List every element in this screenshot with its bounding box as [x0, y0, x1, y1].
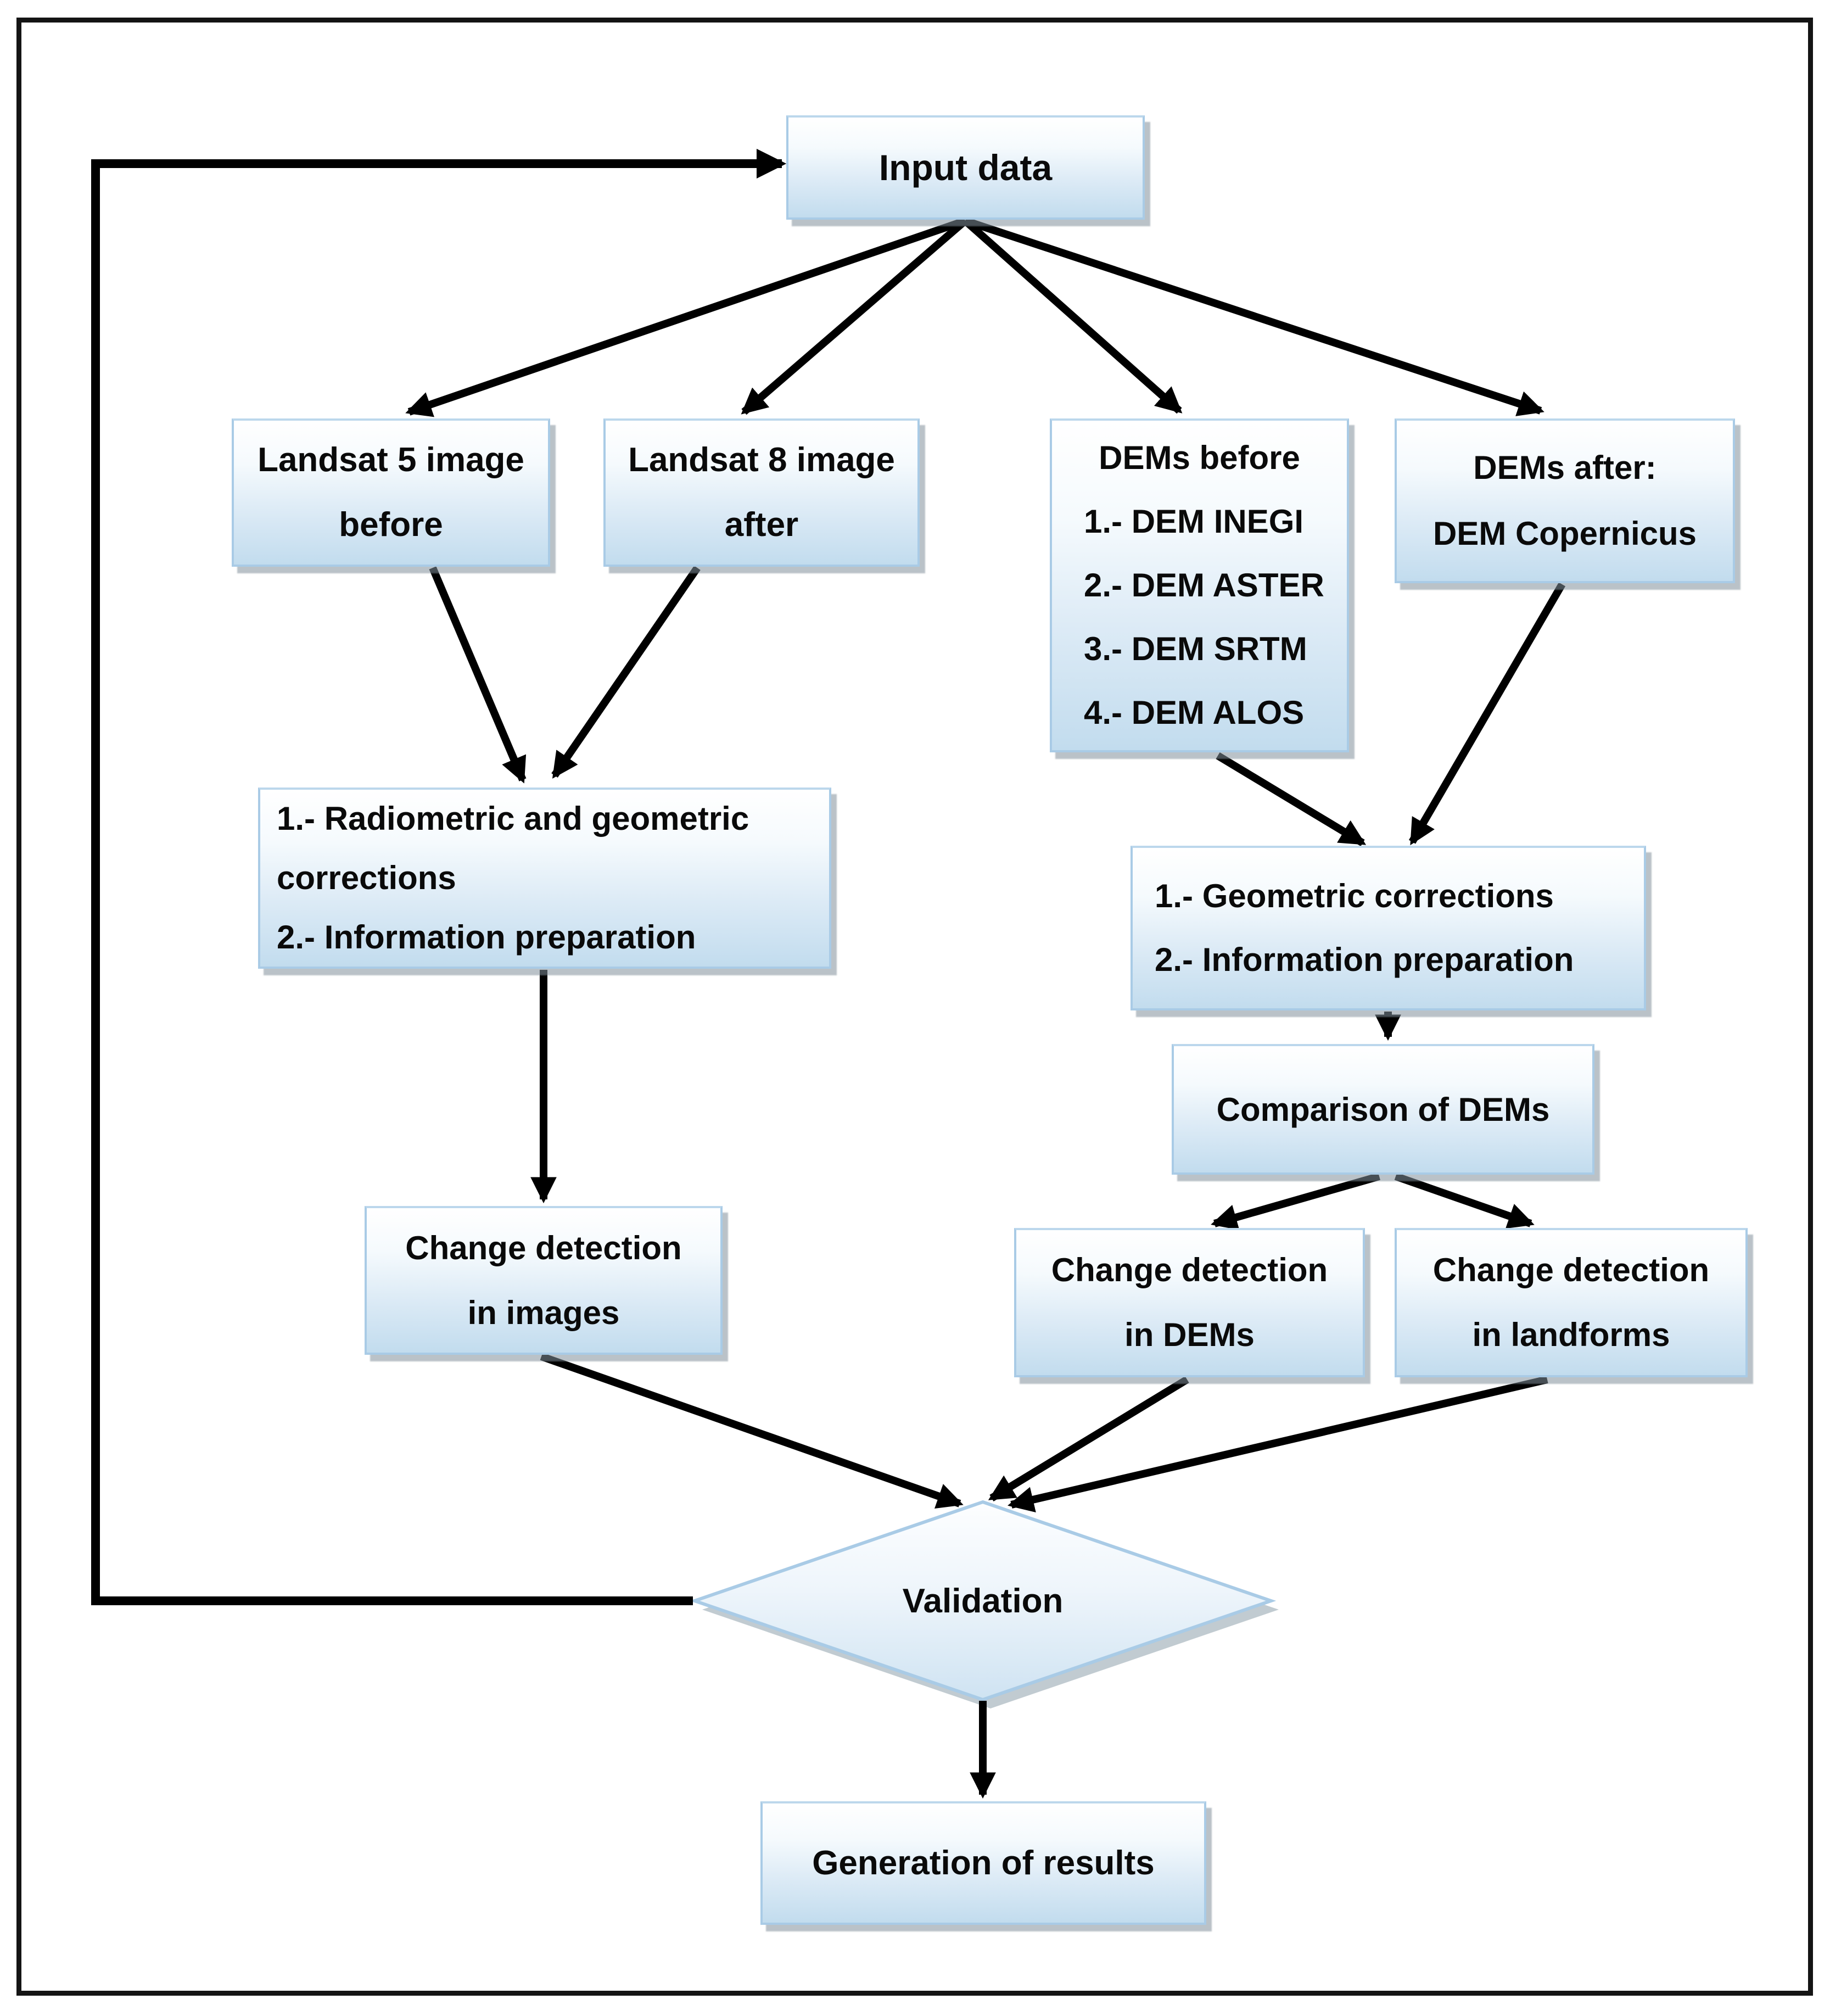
validation-diamond — [689, 1500, 1277, 1702]
node-dems-after-label: DEMs after: DEM Copernicus — [1432, 449, 1697, 552]
node-dems-before-item-1: 1.- DEM INEGI — [1084, 503, 1304, 540]
edge-cd-dems-to-validation — [988, 1376, 1189, 1501]
edge-dems-after-to-dem-corrections — [1408, 582, 1566, 846]
edge-dems-before-to-dem-corrections — [1216, 752, 1367, 846]
node-dems-before-item-3: 3.- DEM SRTM — [1084, 630, 1307, 667]
node-dems-after: DEMs after: DEM Copernicus — [1395, 418, 1735, 583]
edge-comparison-to-cd-landforms — [1394, 1172, 1535, 1229]
node-landsat5-label: Landsat 5 image before — [258, 441, 524, 544]
node-comparison-of-dems: Comparison of DEMs — [1172, 1044, 1594, 1175]
node-landsat8-label: Landsat 8 image after — [628, 441, 895, 544]
node-dems-before-item-4: 4.- DEM ALOS — [1084, 694, 1305, 731]
edge-comparison-to-cd-dems — [1211, 1172, 1380, 1230]
node-image-corrections: 1.- Radiometric and geometric correction… — [258, 788, 831, 969]
node-validation: Validation — [791, 1568, 1175, 1634]
edge-input-to-landsat5 — [405, 217, 967, 417]
node-change-detection-landforms: Change detection in landforms — [1395, 1228, 1748, 1377]
node-comparison-label: Comparison of DEMs — [1216, 1091, 1550, 1128]
node-dem-corrections: 1.- Geometric corrections 2.- Informatio… — [1131, 846, 1646, 1010]
node-dems-before: DEMs before 1.- DEM INEGI 2.- DEM ASTER … — [1050, 418, 1349, 752]
node-input-data-label: Input data — [878, 147, 1053, 188]
edge-cd-landforms-to-validation — [1008, 1376, 1548, 1512]
node-validation-label: Validation — [902, 1582, 1064, 1620]
edge-landsat5-to-corrections — [429, 566, 527, 784]
edge-cd-images-to-validation — [540, 1353, 964, 1509]
node-cd-landforms-label: Change detection in landforms — [1432, 1252, 1710, 1353]
node-dems-before-title: DEMs before — [1099, 439, 1300, 476]
node-results-label: Generation of results — [812, 1844, 1155, 1882]
figure-border-frame — [16, 18, 1813, 1996]
node-image-corrections-label: 1.- Radiometric and geometric correction… — [277, 800, 749, 956]
edge-input-to-dems-before — [962, 217, 1183, 414]
edge-validation-feedback-to-input — [91, 148, 787, 1605]
node-cd-dems-label: Change detection in DEMs — [1051, 1252, 1328, 1353]
edge-input-to-dems-after — [964, 217, 1544, 416]
node-dems-before-item-2: 2.- DEM ASTER — [1084, 567, 1324, 604]
node-change-detection-images: Change detection in images — [365, 1206, 723, 1355]
node-generation-of-results: Generation of results — [760, 1801, 1206, 1925]
edge-landsat8-to-corrections — [551, 566, 701, 779]
node-landsat8-image-after: Landsat 8 image after — [603, 418, 920, 567]
edge-input-to-landsat8 — [741, 217, 968, 415]
node-dem-corrections-label: 1.- Geometric corrections 2.- Informatio… — [1155, 878, 1574, 978]
node-input-data: Input data — [786, 115, 1145, 220]
node-cd-images-label: Change detection in images — [405, 1229, 682, 1331]
node-landsat5-image-before: Landsat 5 image before — [232, 418, 550, 567]
node-change-detection-dems: Change detection in DEMs — [1014, 1228, 1365, 1377]
